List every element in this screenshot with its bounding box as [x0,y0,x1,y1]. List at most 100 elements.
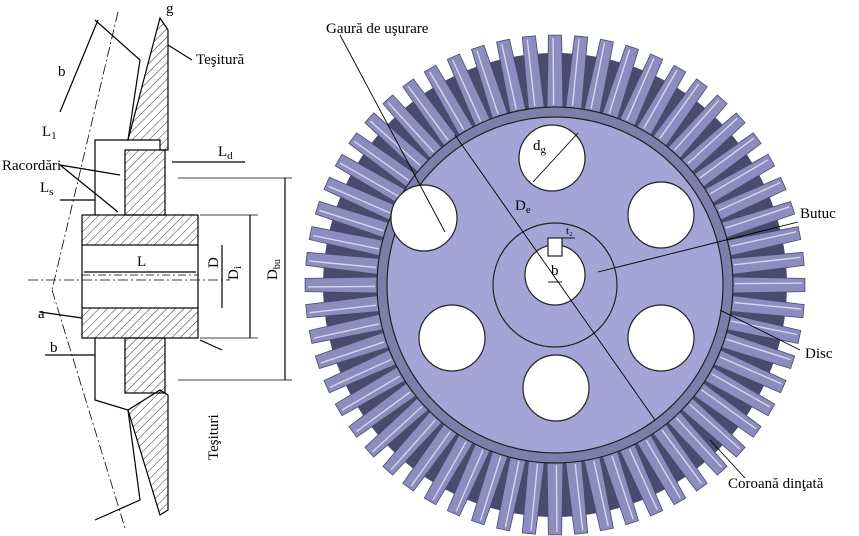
gear-tooth-highlight [387,102,435,153]
gear-tooth-highlight [709,159,769,195]
gear-tooth-highlight [320,341,385,364]
lightening-hole-upper-left [390,184,458,252]
gear-labels: Gaură de uşurare dg De t₂ b Butuc Disc C… [326,21,836,492]
gear-tooth-highlight [571,39,580,106]
gear-tooth-highlight [476,50,499,115]
gear-tooth-highlight [479,456,502,521]
gear-tooth-highlight [319,209,384,232]
label-t2: t₂ [566,225,573,237]
gear-tooth-highlight [329,358,392,388]
dim-dg [532,132,579,183]
gear-tooth-highlight [530,464,539,531]
gear-tooth-highlight [555,464,558,533]
label-ld: Ld [218,144,233,162]
label-gaura: Gaură de uşurare [326,21,429,37]
gear-tooth-highlight [593,460,609,527]
gear-tooth-highlight [501,43,517,110]
gear-tooth-highlight [341,375,401,411]
lightening-hole-top [518,124,586,192]
hub-section-top [81,214,199,246]
gear-tooth-highlight [504,461,520,528]
gear-tooth-highlight [429,71,465,131]
label-racordari: Racordări [2,158,61,174]
lightening-hole-lower-right [627,304,695,372]
label-disc: Disc [805,346,833,362]
gear-tooth-highlight [733,256,801,266]
section-labels: g b Teşitură L1 Racordări Ld Ls L D Di D… [2,1,283,460]
gear-tooth-highlight [590,42,606,109]
label-a: a [38,306,45,322]
leader-disc [719,309,801,351]
gear-tooth-highlight [628,448,658,511]
gear-front-view [304,34,806,536]
label-b-key: b [551,263,559,279]
label-l: L [137,254,146,270]
rim-section-bottom [127,389,169,516]
gear-tooth-highlight [407,85,449,141]
gear-tooth-highlight [452,59,482,122]
gear-tooth-highlight [608,49,631,114]
label-g: g [166,1,174,17]
gear-tooth-highlight [626,58,655,121]
gear-tooth-highlight [455,449,484,512]
label-ls: Ls [40,180,53,198]
gear-tooth-highlight [673,99,720,151]
disc-web-top [124,149,166,216]
label-de: De [515,198,531,216]
gear-tooth-highlight [718,182,781,212]
gear-tooth-highlight [611,455,634,520]
gear-tooth-highlight [309,304,377,314]
gear-tooth-highlight [390,419,437,471]
lightening-hole-upper-right [627,181,695,249]
gear-tooth-highlight [355,391,411,433]
gear-tooth-highlight [699,137,755,179]
gear-tooth-highlight [687,117,738,165]
gear-tooth-highlight [552,37,555,106]
label-butuc: Butuc [800,206,836,222]
gear-tooth-highlight [711,373,771,408]
label-di: Di [226,266,244,280]
gear-tooth-highlight [410,430,451,487]
gear-tooth [546,34,564,110]
gear-tooth-highlight [369,120,421,167]
gear-tooth-highlight [659,83,700,140]
gear-tooth-highlight [328,185,391,214]
gear-tooth-highlight [312,234,379,250]
keyway [547,237,563,257]
gear-tooth-highlight [734,282,803,285]
leader-butuc [597,221,799,273]
label-b-bottom: b [50,340,58,356]
disc-web-bottom [124,337,166,394]
gear-tooth-highlight [372,405,423,453]
leader-coroana [709,439,746,479]
label-tesituri: Teşituri [206,414,222,460]
gear-tooth-highlight [432,441,467,501]
gear-tooth-highlight [719,356,782,385]
gear-tooth-highlight [726,338,791,361]
label-l1: L1 [42,124,57,142]
hub-circle [492,222,618,348]
lightening-hole-lower-left [418,304,486,372]
gear-tooth-highlight [689,403,741,450]
gear-tooth-highlight [309,260,376,269]
gear-tooth-highlight [353,140,410,181]
gear-tooth [546,460,564,536]
lightening-hole-bottom [522,354,590,422]
gear-tooth-highlight [313,323,380,339]
gear-tooth-highlight [307,285,376,288]
leader-gaura [339,34,446,233]
gear-tooth [304,276,380,294]
section-view [28,11,292,529]
label-dbutuc: Dbu [265,259,283,280]
label-b-top: b [58,64,66,80]
gear-tooth-highlight [661,429,703,485]
gear-tooth-highlight [645,439,681,499]
hub-section-bottom [81,307,199,339]
gear-tooth-highlight [725,206,790,229]
gear-tooth-highlight [731,320,798,336]
gear-tooth-highlight [643,69,678,129]
gear-tooth-highlight [675,417,723,468]
gear-tooth-highlight [734,301,801,310]
label-dg: dg [533,138,547,156]
